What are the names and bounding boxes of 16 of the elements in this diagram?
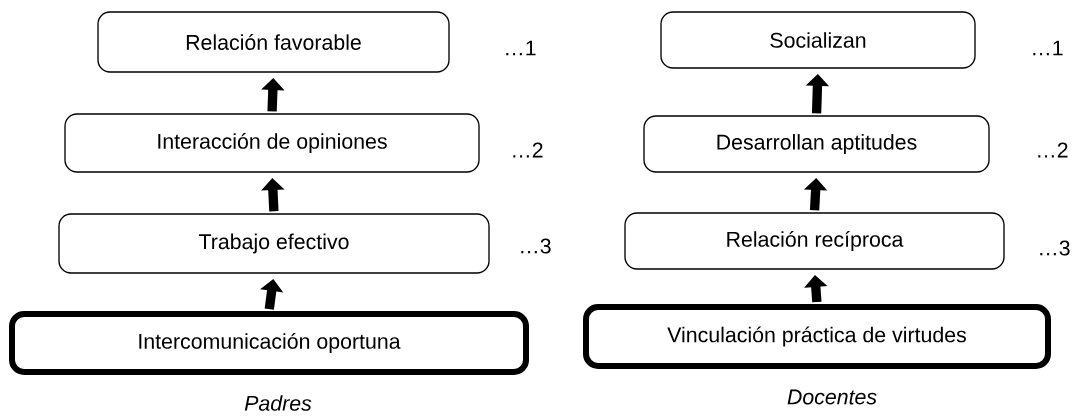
process-box: Interacción de opiniones <box>64 113 480 173</box>
process-box: Desarrollan aptitudes <box>643 115 990 173</box>
process-box: Relación favorable <box>97 11 450 73</box>
level-number: …3 <box>1040 240 1070 256</box>
level-number: …1 <box>506 40 536 56</box>
level-number: …3 <box>521 238 551 254</box>
panel-caption: Padres <box>244 395 312 411</box>
panel-caption: Docentes <box>787 389 877 405</box>
level-number: …2 <box>513 142 543 158</box>
emphasized-box: Vinculación práctica de virtudes <box>583 304 1051 369</box>
emphasized-box: Intercomunicación oportuna <box>9 311 529 375</box>
level-number: …2 <box>1038 142 1068 158</box>
level-number: …1 <box>1033 40 1063 56</box>
process-box: Relación recíproca <box>624 212 1005 270</box>
process-box: Socializan <box>660 11 976 69</box>
process-box: Trabajo efectivo <box>58 213 490 274</box>
